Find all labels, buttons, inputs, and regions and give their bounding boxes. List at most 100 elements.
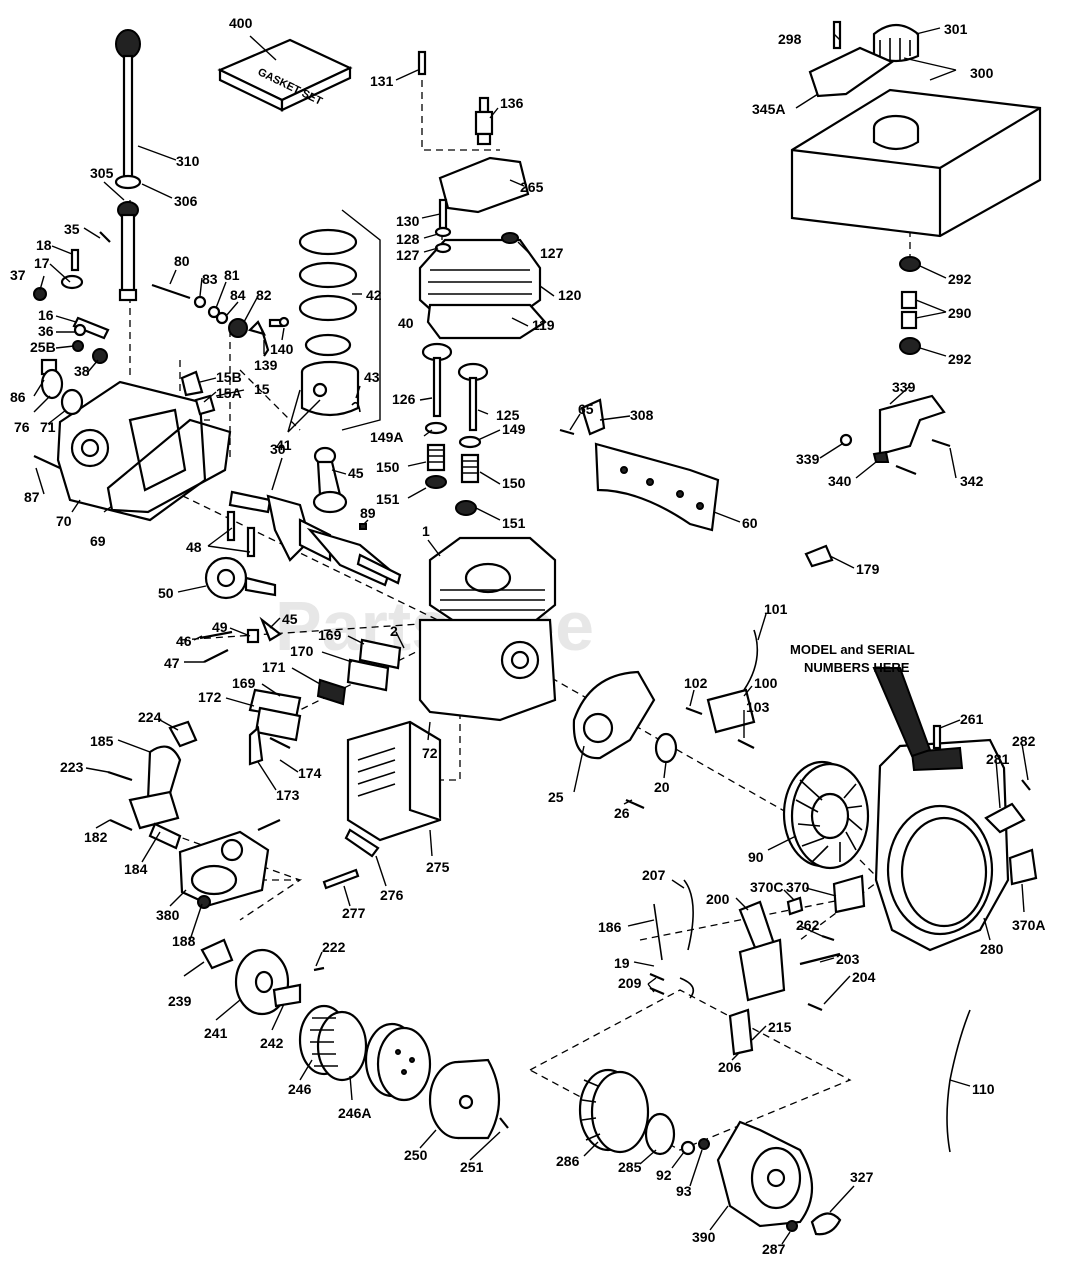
callout-285: 285	[618, 1159, 642, 1175]
callout-125: 125	[496, 407, 520, 423]
callout-36: 36	[38, 323, 54, 339]
valve-springs	[424, 421, 482, 516]
callout-310: 310	[176, 153, 200, 169]
callout-188: 188	[172, 933, 196, 949]
callout-262: 262	[796, 917, 820, 933]
callout-149: 149	[502, 421, 526, 437]
callout-136: 136	[500, 95, 524, 111]
callout-49: 49	[212, 619, 228, 635]
blower-housing	[874, 738, 1010, 952]
callout-92: 92	[656, 1167, 672, 1183]
control-bracket	[839, 394, 951, 476]
callout-65: 65	[578, 401, 594, 417]
callout-340: 340	[828, 473, 852, 489]
wire-clip	[804, 544, 834, 568]
muffler	[322, 720, 442, 890]
callout-15: 15	[254, 381, 270, 397]
callout-71: 71	[40, 419, 56, 435]
callout-224: 224	[138, 709, 162, 725]
cylinder-baffle	[559, 398, 720, 532]
callout-287: 287	[762, 1241, 786, 1257]
callout-60: 60	[742, 515, 758, 531]
callout-339b: 339	[796, 451, 820, 467]
callout-339a: 339	[892, 379, 916, 395]
callout-280: 280	[980, 941, 1004, 957]
callout-186: 186	[598, 919, 622, 935]
breather-parts	[180, 370, 216, 416]
callout-40: 40	[398, 315, 414, 331]
model-note-line2: NUMBERS HERE	[804, 660, 910, 675]
callout-45b: 45	[282, 611, 298, 627]
callout-209: 209	[618, 975, 642, 991]
rewind-starter	[578, 1068, 842, 1236]
callout-286: 286	[556, 1153, 580, 1169]
callout-370: 370	[786, 879, 810, 895]
callout-173: 173	[276, 787, 300, 803]
back-plate	[572, 670, 678, 810]
callout-30: 30	[270, 441, 286, 457]
cylinder-head	[418, 238, 547, 340]
callout-127a: 127	[396, 247, 420, 263]
callout-119: 119	[532, 317, 555, 333]
callout-1: 1	[422, 523, 430, 539]
governor-linkage	[649, 879, 841, 1056]
callout-292a: 292	[948, 271, 972, 287]
intake-parts	[248, 638, 402, 766]
decals	[786, 848, 1038, 942]
callout-203: 203	[836, 951, 860, 967]
callout-81: 81	[224, 267, 240, 283]
governor-lever-parts	[33, 231, 111, 469]
callout-83: 83	[202, 271, 218, 287]
callout-265: 265	[520, 179, 544, 195]
carburetor	[148, 818, 281, 909]
piston-pin-clip	[351, 401, 361, 413]
callout-204: 204	[852, 969, 876, 985]
callout-222: 222	[322, 939, 346, 955]
callout-390: 390	[692, 1229, 716, 1245]
callout-100: 100	[754, 675, 778, 691]
callout-246A: 246A	[338, 1105, 371, 1121]
governor-parts	[151, 283, 284, 338]
callout-150a: 150	[376, 459, 400, 475]
callout-261: 261	[960, 711, 984, 727]
callout-127b: 127	[540, 245, 564, 261]
intake-elbow	[107, 720, 198, 832]
callout-89: 89	[360, 505, 376, 521]
callout-241: 241	[204, 1025, 228, 1041]
callout-305: 305	[90, 165, 114, 181]
callout-38: 38	[74, 363, 90, 379]
callout-327: 327	[850, 1169, 874, 1185]
callout-101: 101	[764, 601, 788, 617]
cam-gear	[204, 556, 277, 600]
callout-172: 172	[198, 689, 222, 705]
callout-103: 103	[746, 699, 770, 715]
model-note-line1: MODEL and SERIAL	[790, 642, 915, 657]
callout-84: 84	[230, 287, 246, 303]
crankcase-cover	[56, 380, 207, 522]
callout-72: 72	[422, 745, 438, 761]
fuel-fittings	[899, 256, 921, 355]
dipstick-tube	[117, 201, 139, 302]
callout-301: 301	[944, 21, 968, 37]
connecting-rod	[312, 446, 348, 514]
callout-140: 140	[270, 341, 294, 357]
callout-400: 400	[229, 15, 253, 31]
small-bolts-139	[260, 316, 290, 357]
fuel-tank	[790, 20, 1042, 238]
air-cleaner-parts	[200, 938, 509, 1140]
callout-47: 47	[164, 655, 180, 671]
callout-25B: 25B	[30, 339, 56, 355]
callout-139: 139	[254, 357, 278, 373]
callout-15B: 15B	[216, 369, 242, 385]
callout-185: 185	[90, 733, 114, 749]
callout-281: 281	[986, 751, 1010, 767]
callout-251: 251	[460, 1159, 484, 1175]
callout-50: 50	[158, 585, 174, 601]
callout-151a: 151	[376, 491, 400, 507]
callout-45a: 45	[348, 465, 364, 481]
callout-70: 70	[56, 513, 72, 529]
callout-215: 215	[768, 1019, 792, 1035]
crankshaft	[228, 490, 402, 587]
callout-46: 46	[176, 633, 192, 649]
ignition-wire	[946, 1009, 971, 1153]
